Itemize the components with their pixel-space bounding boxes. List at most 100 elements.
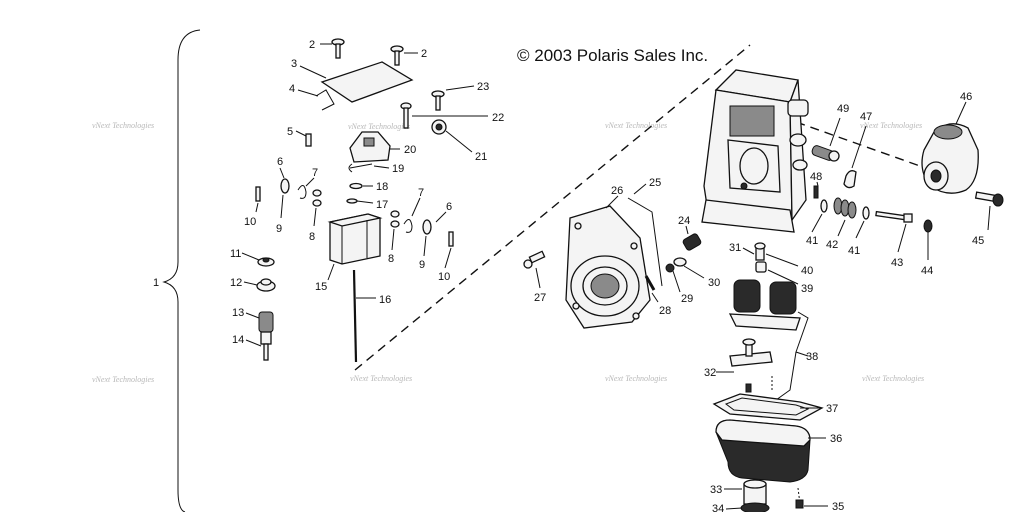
- part-label-17: 17: [376, 199, 388, 211]
- part-label-37: 37: [826, 403, 838, 415]
- cover-plate: [320, 61, 414, 103]
- washer-part: [862, 206, 870, 220]
- drain-plug: [740, 479, 770, 512]
- part-label-36: 36: [830, 433, 842, 445]
- part-label-5: 5: [287, 126, 293, 138]
- pilot-screw: [875, 210, 913, 223]
- valve-part: [754, 242, 767, 273]
- watermark: vNext Technologies: [350, 374, 412, 383]
- copyright-notice: © 2003 Polaris Sales Inc.: [517, 46, 708, 65]
- part-label-7: 7: [418, 187, 424, 199]
- part-label-8: 8: [388, 253, 394, 265]
- part-label-45: 45: [972, 235, 984, 247]
- watermark: vNext Technologies: [605, 121, 667, 130]
- part-label-22: 22: [492, 112, 504, 124]
- part-label-16: 16: [379, 294, 391, 306]
- throttle-cap: [349, 131, 391, 163]
- part-label-33: 33: [710, 484, 722, 496]
- watermark: vNext Technologies: [862, 374, 924, 383]
- part-label-43: 43: [891, 257, 903, 269]
- clip-part: [348, 163, 373, 173]
- pin-part: [390, 210, 454, 247]
- screw-part: [974, 191, 1004, 207]
- part-label-28: 28: [659, 305, 671, 317]
- watermarks: vNext Technologies vNext Technologies vN…: [92, 121, 924, 384]
- part-label-48: 48: [810, 171, 822, 183]
- part-label-8: 8: [309, 231, 315, 243]
- part-label-3: 3: [291, 58, 297, 70]
- part-label-35: 35: [832, 501, 844, 512]
- part-label-38: 38: [806, 351, 818, 363]
- part-label-41: 41: [806, 235, 818, 247]
- carburetor-body: [701, 69, 809, 233]
- part-label-4: 4: [289, 83, 295, 95]
- part-label-13: 13: [232, 307, 244, 319]
- pin-part: [255, 178, 322, 207]
- part-label-49: 49: [837, 103, 849, 115]
- watermark: vNext Technologies: [605, 374, 667, 383]
- spring-part: [833, 197, 857, 219]
- part-label-7: 7: [312, 167, 318, 179]
- part-label-19: 19: [392, 163, 404, 175]
- watermark: vNext Technologies: [860, 121, 922, 130]
- throttle-slide: [327, 213, 383, 265]
- part-label-14: 14: [232, 334, 244, 346]
- screw-part: [523, 250, 546, 269]
- watermark: vNext Technologies: [348, 122, 410, 131]
- needle-retainer-part: [346, 198, 358, 204]
- part-label-32: 32: [704, 367, 716, 379]
- watermark: vNext Technologies: [92, 121, 154, 130]
- part-label-47: 47: [860, 111, 872, 123]
- part-label-10: 10: [438, 271, 450, 283]
- part-label-31: 31: [729, 242, 741, 254]
- part-label-21: 21: [475, 151, 487, 163]
- intake-adapter: [565, 205, 651, 329]
- e-clip-part: [349, 182, 363, 190]
- jet-part: [256, 257, 276, 361]
- throttle-lever-housing: [921, 123, 979, 194]
- jet-part: [745, 383, 752, 393]
- part-label-6: 6: [446, 201, 452, 213]
- part-label-9: 9: [276, 223, 282, 235]
- part-label-26: 26: [611, 185, 623, 197]
- part-label-9: 9: [419, 259, 425, 271]
- plug-part: [843, 170, 857, 189]
- part-label-23: 23: [477, 81, 489, 93]
- part-label-40: 40: [801, 265, 813, 277]
- washer-part: [820, 199, 828, 213]
- part-label-2: 2: [421, 48, 427, 60]
- o-ring-part: [665, 263, 675, 273]
- part-label-6: 6: [277, 156, 283, 168]
- intake-gasket: [627, 197, 663, 287]
- part-label-39: 39: [801, 283, 813, 295]
- part-label-25: 25: [649, 177, 661, 189]
- fitting-part: [811, 145, 840, 162]
- part-label-15: 15: [315, 281, 327, 293]
- part-label-41: 41: [848, 245, 860, 257]
- assembly-brace: [162, 29, 201, 512]
- cap-part: [923, 219, 933, 233]
- screw-part: [813, 185, 819, 199]
- spring-part: [673, 233, 702, 267]
- part-label-30: 30: [708, 277, 720, 289]
- pin-part: [644, 275, 656, 291]
- part-label-44: 44: [921, 265, 933, 277]
- assembly-guide-line: [354, 44, 751, 371]
- part-label-2: 2: [309, 39, 315, 51]
- screw-part: [795, 487, 804, 509]
- part-label-10: 10: [244, 216, 256, 228]
- jet-needle: [352, 269, 358, 363]
- part-label-29: 29: [681, 293, 693, 305]
- screw-part: [305, 133, 312, 147]
- part-label-42: 42: [826, 239, 838, 251]
- cover-gasket: [315, 89, 335, 111]
- screw-part: [400, 90, 445, 129]
- part-label-18: 18: [376, 181, 388, 193]
- part-label-27: 27: [534, 292, 546, 304]
- part-label-20: 20: [404, 144, 416, 156]
- screw-part: [331, 38, 404, 66]
- part-label-34: 34: [712, 503, 724, 512]
- part-label-11: 11: [230, 248, 241, 260]
- part-label-46: 46: [960, 91, 972, 103]
